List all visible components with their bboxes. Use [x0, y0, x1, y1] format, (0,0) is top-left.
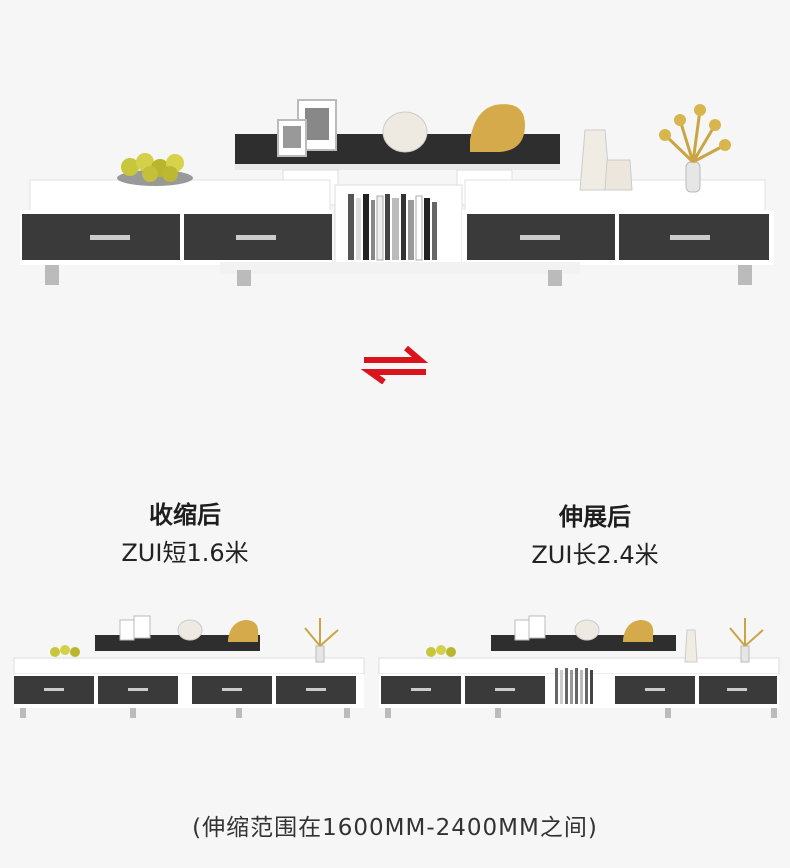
gold-sculpture [470, 104, 525, 152]
retracted-title: 收缩后 [149, 501, 221, 529]
dried-flowers [659, 104, 731, 193]
ceramic-vases [579, 129, 633, 191]
range-footnote: (伸缩范围在1600MM-2400MM之间) [192, 815, 598, 841]
fruit-bowl [117, 153, 193, 186]
hero-cabinet-image [0, 90, 790, 300]
extended-title: 伸展后 [559, 503, 631, 531]
extended-cabinet-image [375, 610, 790, 720]
retracted-cabinet-image [0, 610, 380, 720]
photo-frames [277, 99, 337, 157]
books [348, 194, 437, 261]
retracted-subtitle: ZUI短1.6米 [121, 539, 249, 567]
swap-arrows-icon [360, 346, 430, 384]
extended-subtitle: ZUI长2.4米 [531, 541, 659, 569]
white-vase [382, 111, 428, 153]
